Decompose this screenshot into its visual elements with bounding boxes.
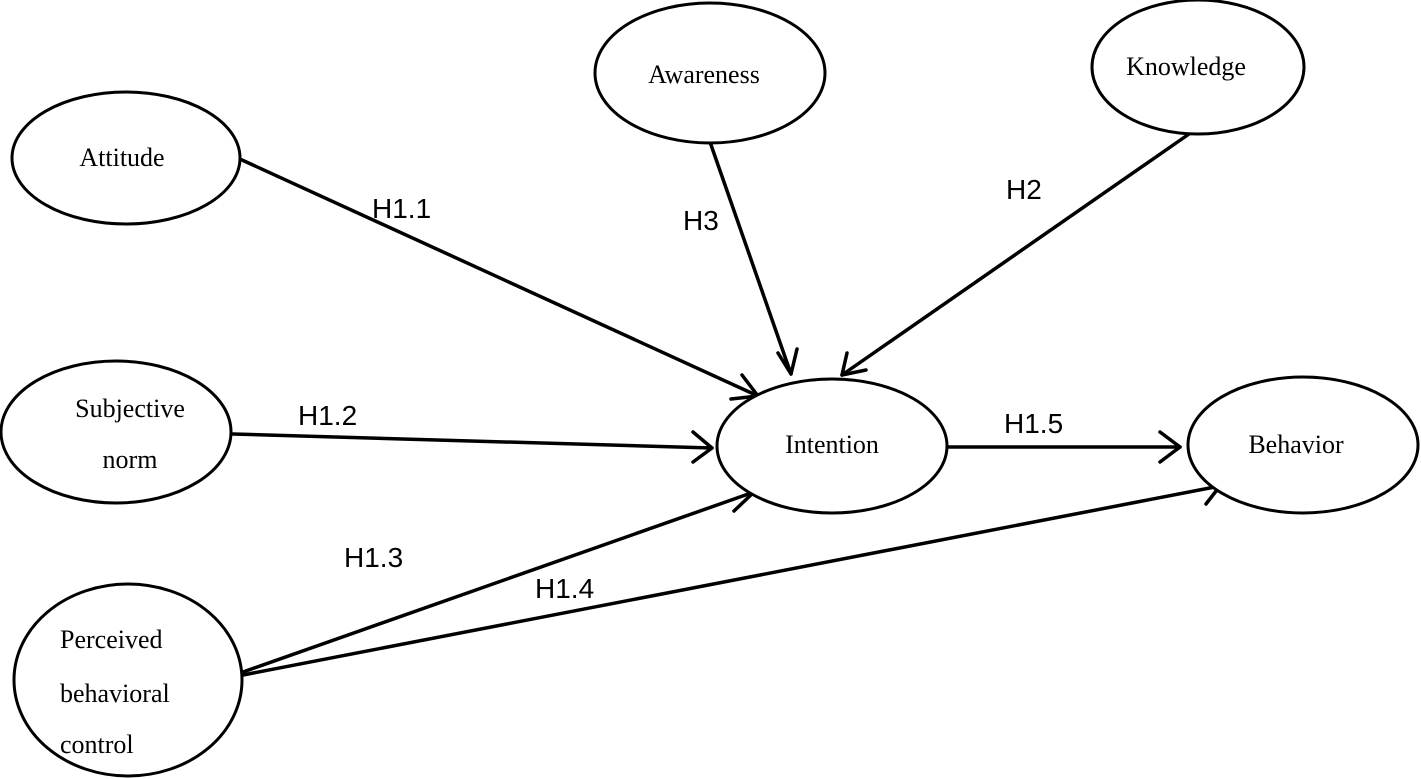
node-awareness: Awareness (593, 1, 827, 145)
node-knowledge: Knowledge (1090, 0, 1306, 136)
node-intention: Intention (715, 377, 949, 515)
node-knowledge-label: Knowledge (1126, 52, 1246, 81)
node-behavior-label: Behavior (1248, 430, 1344, 459)
node-subjective-norm-label-line1: Subjective (75, 394, 185, 423)
node-pbc-label-line2: behavioral (60, 679, 170, 708)
edge-h1-2: H1.2 (231, 400, 714, 464)
edge-h1-1: H1.1 (240, 158, 760, 401)
node-attitude: Attitude (10, 90, 242, 226)
edge-label-h1-3: H1.3 (344, 542, 403, 573)
edges: H1.1 H3 H2 H1.2 H1.5 H1.3 (231, 132, 1222, 677)
node-perceived-behavioral-control: Perceived behavioral control (12, 582, 244, 778)
edge-h1-4: H1.4 (241, 472, 1222, 677)
node-pbc-label-line3: control (60, 730, 134, 759)
edge-h2: H2 (840, 132, 1191, 377)
edge-label-h2: H2 (1006, 174, 1042, 205)
edge-label-h1-2: H1.2 (298, 400, 357, 431)
edge-h1-5: H1.5 (947, 408, 1182, 464)
node-attitude-label: Attitude (79, 143, 164, 172)
node-pbc-label-line1: Perceived (60, 625, 163, 654)
edge-h3: H3 (683, 140, 799, 376)
edge-label-h1-5: H1.5 (1004, 408, 1063, 439)
edge-label-h3: H3 (683, 205, 719, 236)
edge-label-h1-1: H1.1 (372, 193, 431, 224)
node-subjective-norm: Subjective norm (0, 359, 233, 505)
node-subjective-norm-label-line2: norm (103, 445, 158, 474)
node-behavior: Behavior (1186, 375, 1420, 515)
edge-label-h1-4: H1.4 (535, 573, 594, 604)
node-awareness-label: Awareness (648, 60, 760, 89)
node-intention-label: Intention (785, 430, 879, 459)
edge-h1-3: H1.3 (241, 477, 756, 674)
